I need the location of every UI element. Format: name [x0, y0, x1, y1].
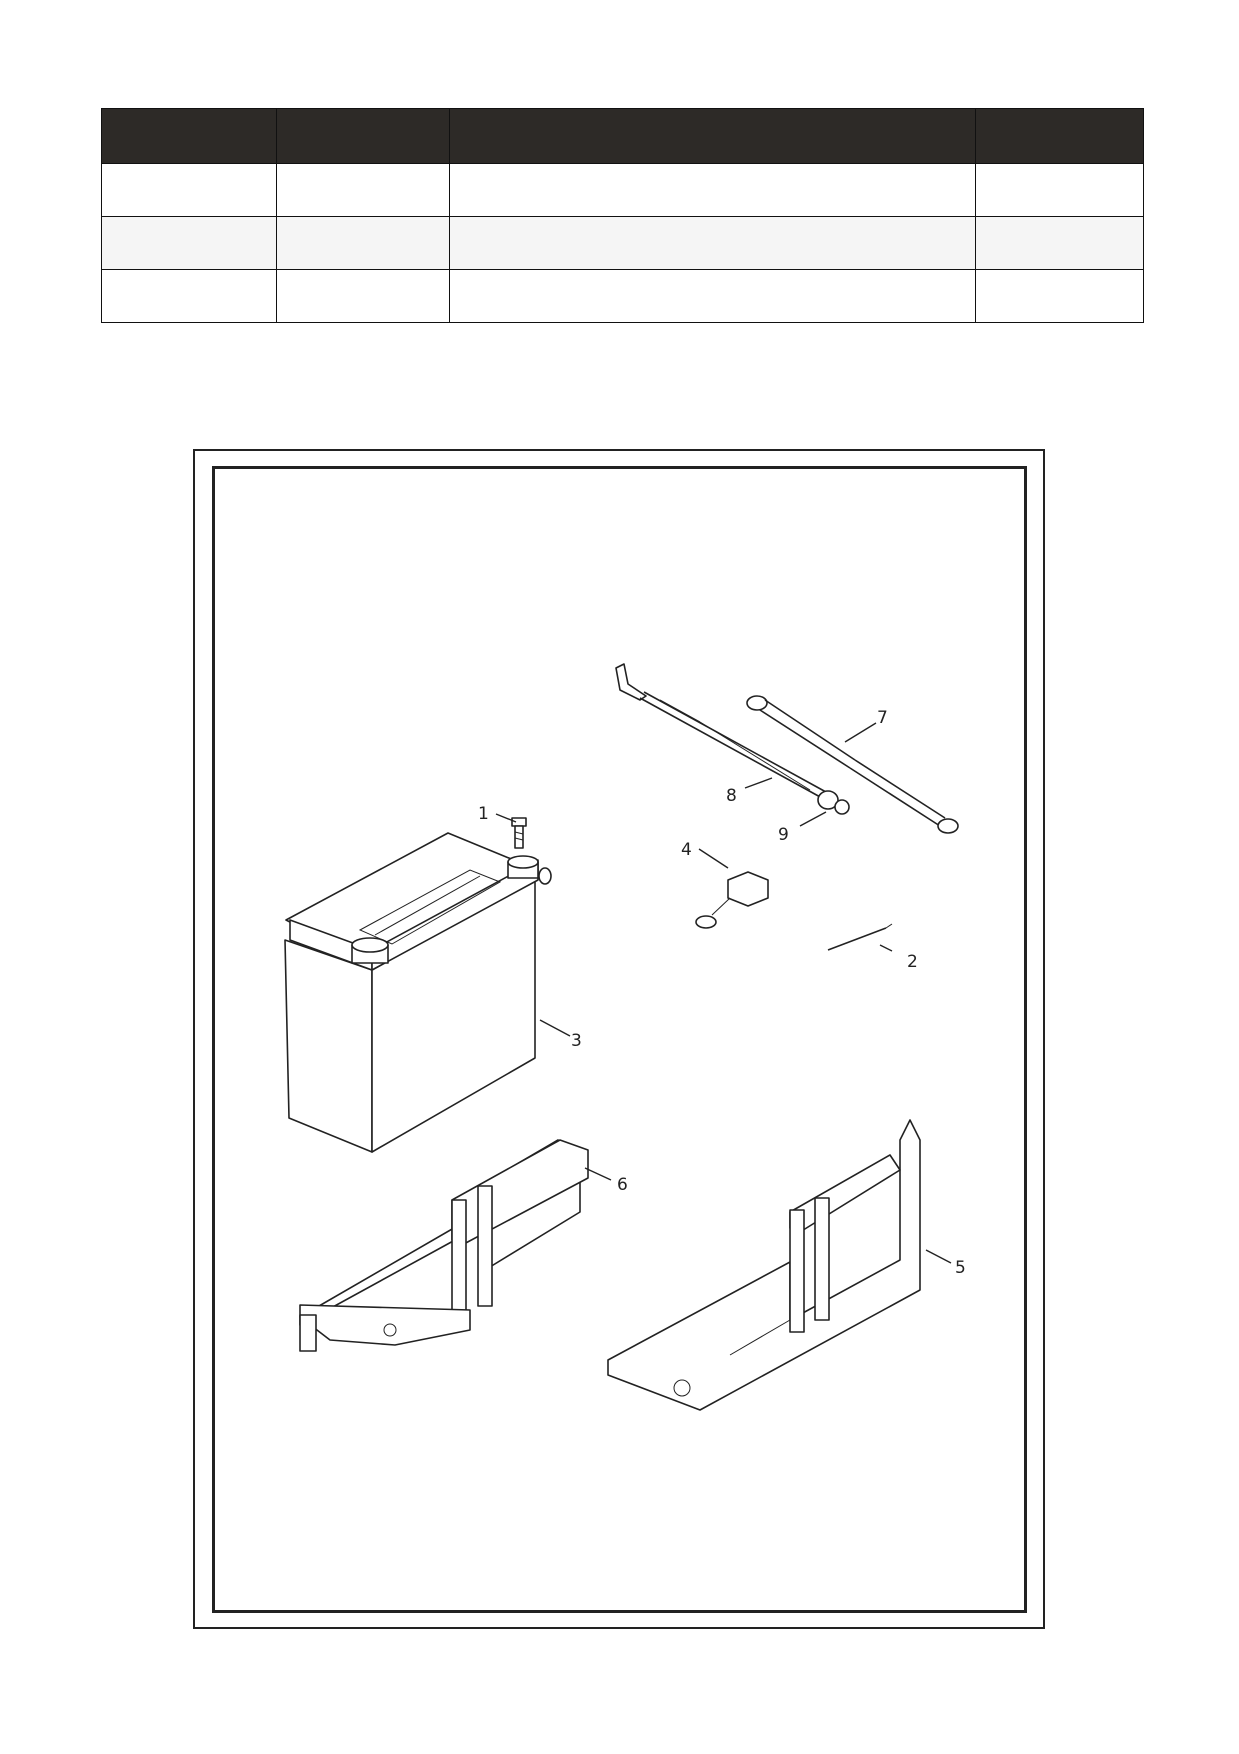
table-cell: [975, 216, 1144, 270]
table-cell: [975, 163, 1144, 217]
bracket-5-part: [607, 1119, 921, 1411]
table-cell: [276, 269, 450, 323]
pin-part: [827, 923, 893, 951]
header-cell-1: [101, 108, 277, 164]
leader-line-8: [744, 777, 773, 789]
leader-line-1: [495, 813, 517, 823]
table-cell: [975, 269, 1144, 323]
callout-4: 4: [681, 840, 692, 860]
callout-5: 5: [955, 1258, 966, 1278]
leader-line-9: [799, 811, 827, 827]
table-cell: [101, 269, 277, 323]
cable-7-part: [746, 695, 959, 834]
table-cell: [276, 163, 450, 217]
leader-line-6: [584, 1167, 612, 1181]
table-cell: [449, 216, 976, 270]
leader-line-4: [698, 848, 729, 869]
table-row: [101, 216, 1144, 270]
diagram-outer-frame: [193, 449, 1045, 1629]
callout-2: 2: [907, 952, 918, 972]
diagram-inner-frame: [212, 466, 1027, 1613]
header-cell-4: [975, 108, 1144, 164]
leader-line-5: [925, 1249, 952, 1264]
callout-9: 9: [778, 825, 789, 845]
callout-1: 1: [478, 804, 489, 824]
table-cell: [276, 216, 450, 270]
header-cell-3: [449, 108, 976, 164]
battery-part: [284, 832, 552, 1153]
callout-6: 6: [617, 1175, 628, 1195]
leader-line-3: [539, 1019, 571, 1037]
leader-line-7: [844, 722, 877, 743]
leader-line-2: [879, 944, 893, 952]
cable-8-part: [615, 663, 850, 815]
bolt-part: [511, 817, 527, 849]
terminal-cap-part: [695, 871, 769, 929]
bracket-6-part: [299, 1139, 589, 1352]
table-cell: [449, 269, 976, 323]
callout-7: 7: [877, 708, 888, 728]
callout-3: 3: [571, 1031, 582, 1051]
table-row: [101, 269, 1144, 323]
parts-table: [101, 108, 1144, 323]
table-header-row: [101, 108, 1144, 164]
callout-8: 8: [726, 786, 737, 806]
